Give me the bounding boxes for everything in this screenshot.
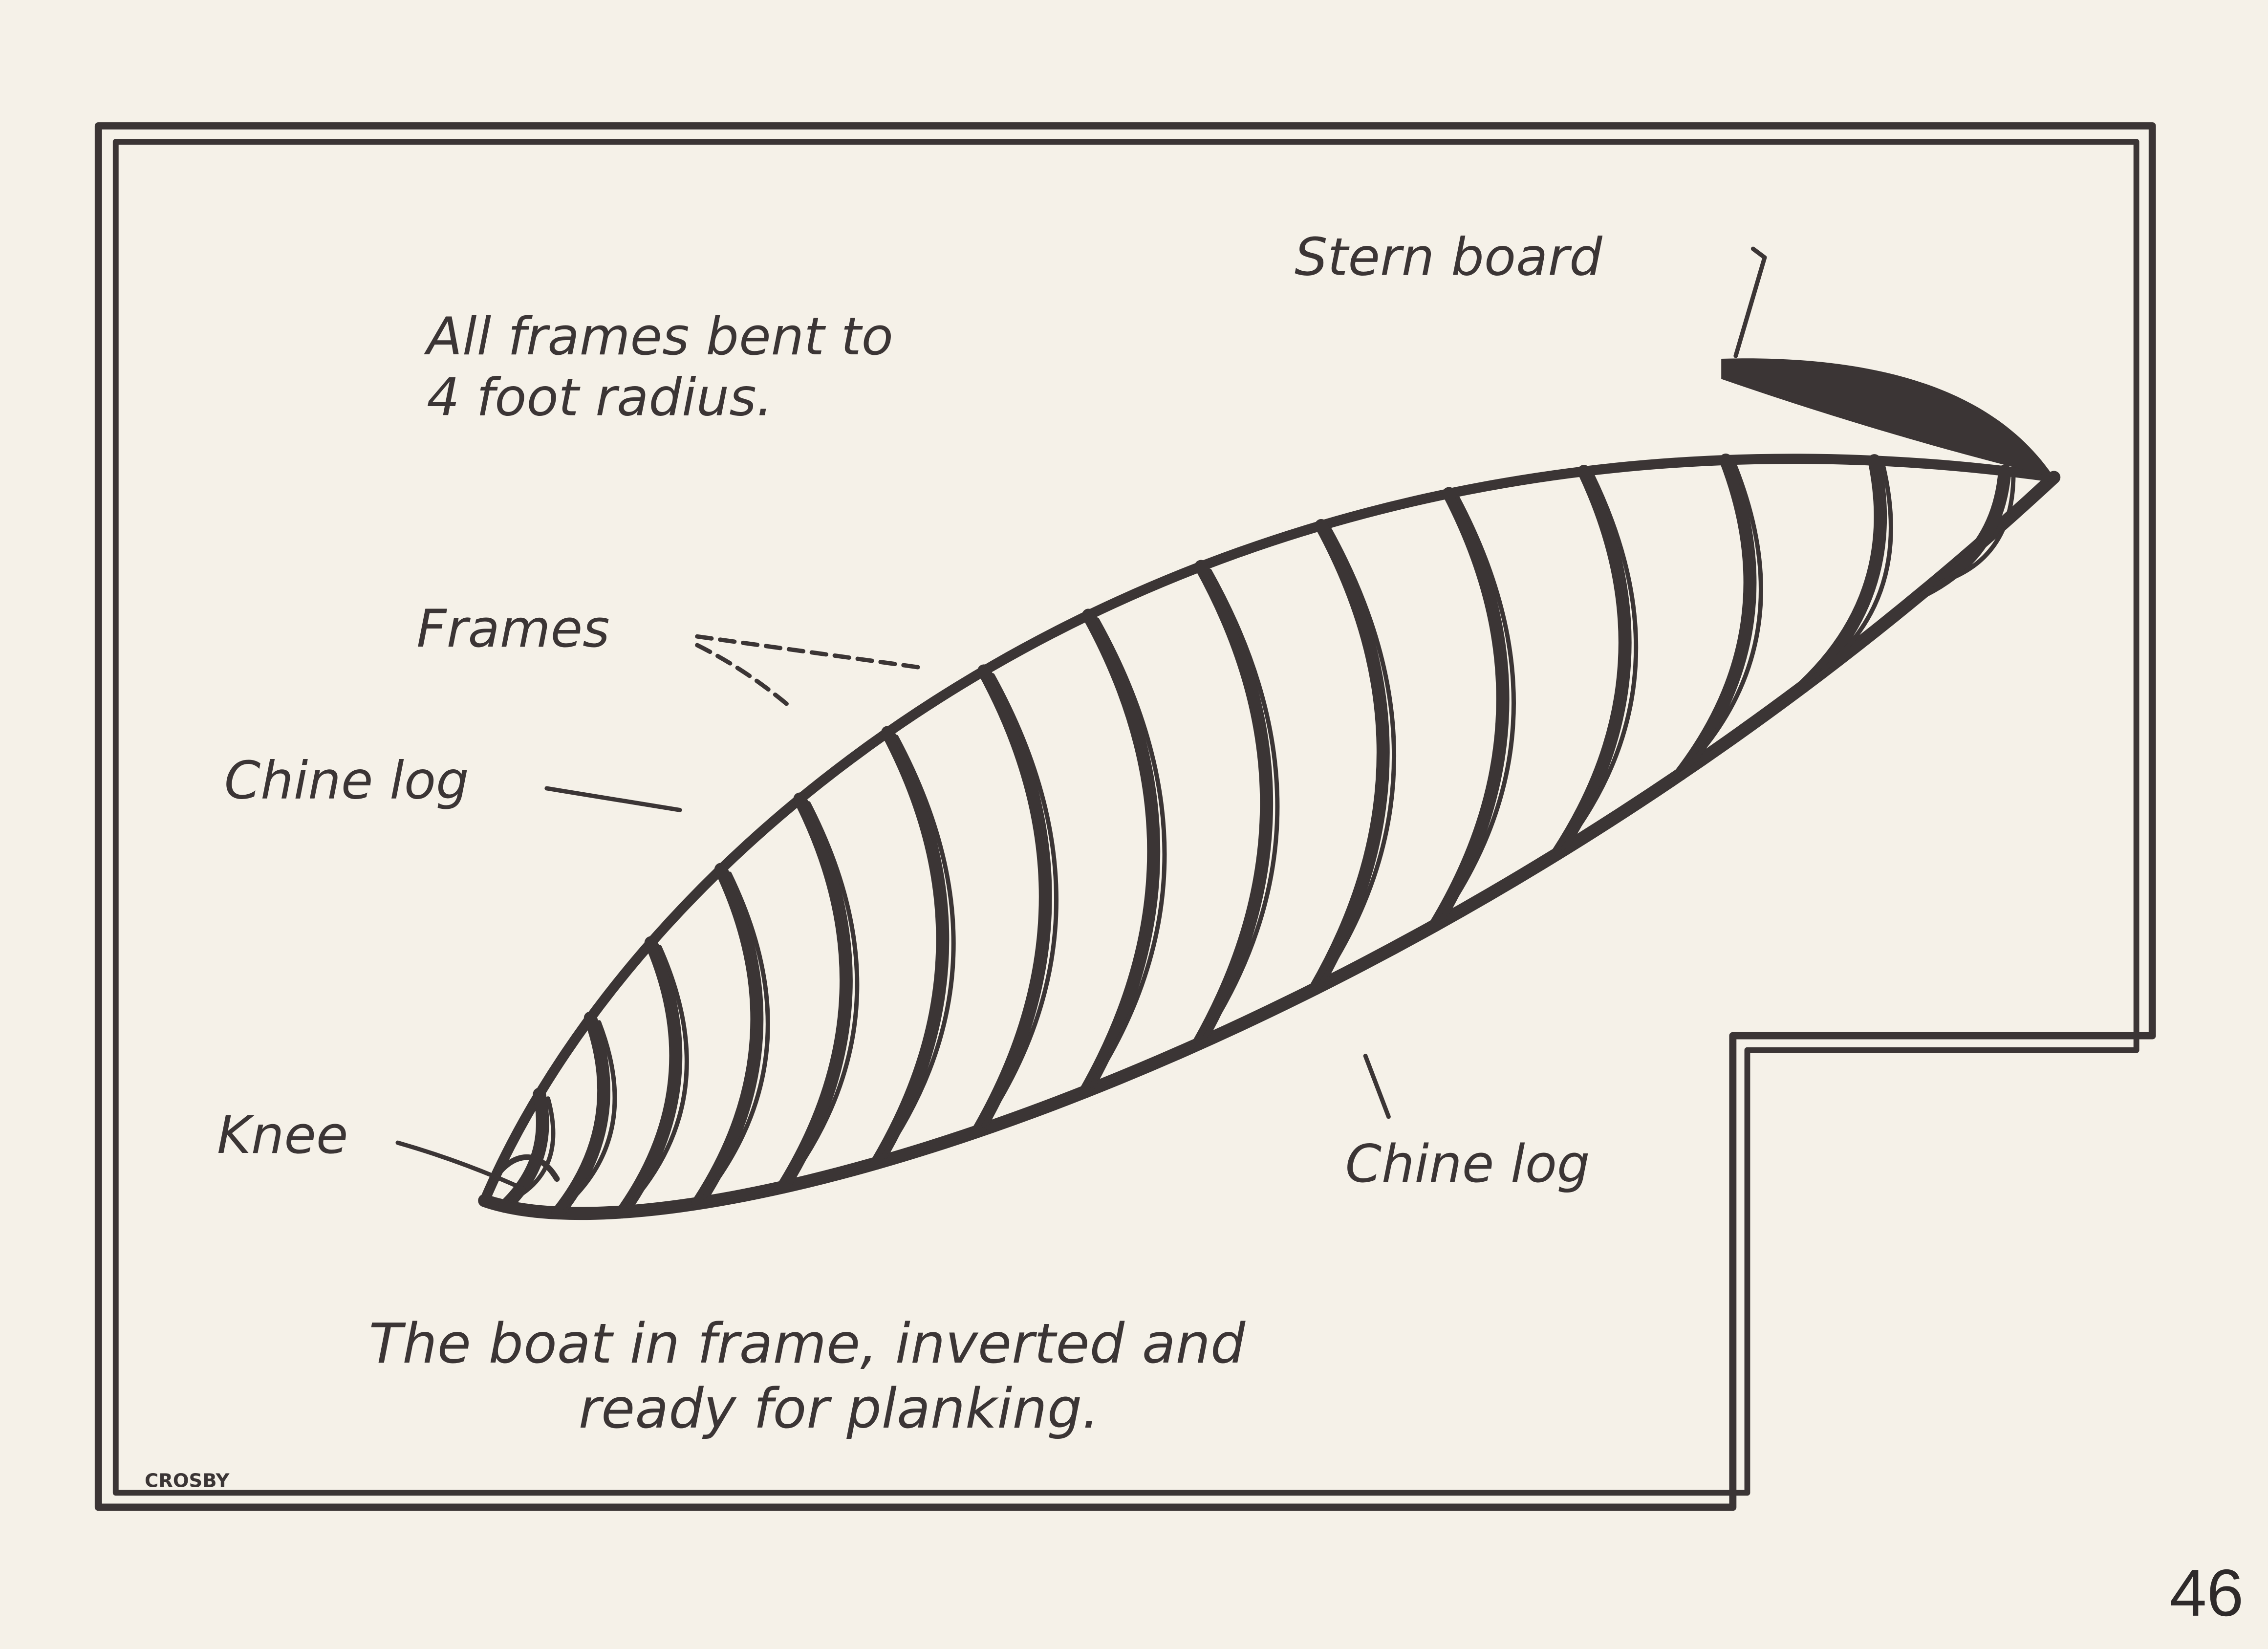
leader-stern-board [1733,246,1767,358]
note-line-1: All frames bent to [424,306,893,367]
frame-rib-inner-edge [1089,617,1167,1088]
frame-rib-inner-edge [626,945,689,1209]
note-line-2: 4 foot radius. [427,367,773,428]
label-chine-log-left: Chine log [224,751,469,811]
frame-rib-inner-edge [1202,568,1280,1041]
outer-border [94,122,2156,1511]
frame-rib-inner-edge [880,735,956,1160]
frame-rib [1428,487,1510,932]
frame-rib [1079,608,1161,1098]
frame-rib [616,936,683,1219]
inner-border [112,139,2139,1496]
frame-rib [1191,560,1273,1051]
frame-rib-inner-edge [508,1096,556,1203]
frame-rib [1796,454,1887,694]
frame-rib [691,863,764,1210]
page-number: 46 [2170,1556,2244,1630]
label-stern-board: Stern board [1295,227,1603,287]
label-frames: Frames [416,599,609,659]
frames-group [498,454,2016,1220]
frame-rib-inner-edge [561,1020,617,1210]
leader-knee [395,1140,526,1192]
frame-rib [1674,454,1757,781]
label-chine-log-right: Chine log [1345,1134,1590,1194]
frame-rib [1551,465,1632,861]
frame-rib [498,1087,549,1213]
frame-rib [777,792,853,1194]
frame-rib-inner-edge [701,871,770,1200]
frame-rib-inner-edge [981,673,1058,1128]
stern-board [1721,358,2054,477]
frame-rib [971,664,1052,1138]
frame-rib-inner-edge [1928,473,2016,587]
leader-chine-log-right [1363,1054,1391,1119]
leader-chine-log-left [544,786,682,812]
frame-rib [870,726,950,1170]
frame-rib-inner-edge [1561,473,1639,850]
label-knee: Knee [217,1105,348,1166]
caption-line-1: The boat in frame, inverted and [369,1312,1246,1376]
caption-line-2: ready for planking. [579,1377,1100,1441]
frame-rib [1309,519,1390,996]
boat-hull [478,358,2061,1220]
frame-rib [551,1011,610,1220]
frame-rib-inner-edge [786,801,860,1184]
frame-rib-inner-edge [1684,462,1763,771]
artist-signature: CROSBY [145,1470,230,1492]
frame-rib-inner-edge [1318,527,1397,985]
frame-rib-inner-edge [1439,496,1516,922]
frame-rib-inner-edge [1806,462,1893,683]
leader-frames [695,634,928,711]
knee [489,1154,560,1186]
